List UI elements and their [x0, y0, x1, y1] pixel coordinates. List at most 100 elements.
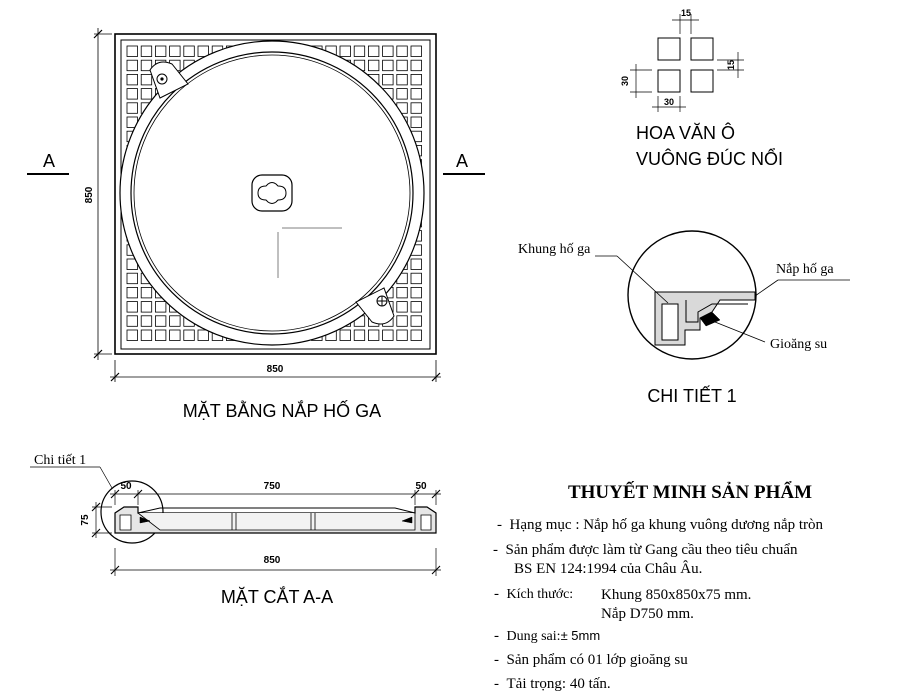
- grid-cell: [126, 102, 138, 114]
- grid-cell: [126, 59, 138, 72]
- section-dim-height: 75: [80, 514, 91, 526]
- grid-cell: [154, 329, 167, 341]
- spec-item-2-text: Sản phẩm được làm từ Gang cầu theo tiêu …: [505, 542, 798, 558]
- grid-cell: [126, 301, 138, 313]
- grid-cell: [367, 59, 380, 72]
- spec-item-3: - Kích thước:: [494, 586, 574, 602]
- grid-cell: [126, 315, 138, 327]
- grid-cell: [183, 45, 195, 57]
- section-dim-left: 50: [120, 481, 132, 492]
- section-mark-right: A: [456, 151, 468, 171]
- spec-item-4: - Dung sai:± 5mm: [494, 628, 601, 644]
- section-view: [30, 466, 441, 576]
- grid-cell: [382, 74, 394, 86]
- spec-item-5: - Sản phẩm có 01 lớp gioăng su: [494, 652, 688, 668]
- grid-cell: [382, 329, 394, 341]
- grid-cell: [154, 45, 167, 57]
- inner-dim-marks: [277, 227, 342, 278]
- spec-heading: THUYẾT MINH SẢN PHẨM: [568, 481, 812, 503]
- spec-item-2: - Sản phẩm được làm từ Gang cầu theo tiê…: [493, 542, 798, 558]
- spec-item-6-text: Tải trọng: 40 tấn.: [506, 676, 611, 692]
- grid-cell: [197, 329, 209, 341]
- label-frame: Khung hố ga: [518, 242, 591, 257]
- lug-bottom-right: [355, 287, 395, 325]
- grid-cell: [410, 116, 422, 128]
- grid-cell: [396, 315, 408, 327]
- grid-cell: [410, 102, 422, 114]
- width-dimension: [110, 360, 441, 382]
- frame-outer: [114, 33, 437, 355]
- height-dimension: [93, 28, 112, 360]
- grid-cell: [410, 258, 422, 270]
- grid-cell: [410, 272, 422, 285]
- grid-cell: [396, 45, 408, 57]
- grid-cell: [140, 74, 153, 86]
- grid-cell: [126, 88, 138, 100]
- grid-cell: [410, 74, 422, 86]
- grid-cell: [396, 329, 408, 341]
- grid-cell: [367, 45, 380, 57]
- grid-cell: [140, 315, 153, 327]
- pattern-detail: [630, 14, 744, 112]
- grid-cell: [396, 301, 408, 313]
- section-dim-total: 850: [264, 555, 281, 566]
- grid-cell: [339, 45, 351, 57]
- spec-item-3-label: Kích thước:: [506, 587, 574, 602]
- grid-cell: [410, 329, 422, 341]
- pattern-dim-left: 30: [620, 76, 630, 86]
- grid-cell: [140, 59, 153, 72]
- grid-cell: [126, 272, 138, 285]
- pattern-dim-bottom: 30: [664, 97, 674, 107]
- grid-cell: [169, 329, 181, 341]
- grid-cell: [126, 74, 138, 86]
- grid-cell: [353, 329, 366, 341]
- grid-cell: [410, 286, 422, 299]
- spec-item-3-cover: Nắp D750 mm.: [601, 606, 694, 622]
- label-cover: Nắp hố ga: [776, 262, 834, 277]
- grid-cell: [126, 45, 138, 57]
- grid-cell: [140, 88, 153, 100]
- grid-cell: [382, 45, 394, 57]
- section-mark-left: A: [43, 151, 55, 171]
- grid-cell: [396, 59, 408, 72]
- grid-cell: [410, 315, 422, 327]
- grid-cell: [353, 45, 366, 57]
- grid-cell: [169, 315, 181, 327]
- spec-item-5-text: Sản phẩm có 01 lớp gioăng su: [506, 652, 688, 668]
- section-title: MẶT CẮT A-A: [221, 586, 333, 607]
- grid-cell: [410, 59, 422, 72]
- grid-cell: [169, 45, 181, 57]
- pattern-dim-top: 15: [681, 8, 691, 18]
- grid-cell: [140, 45, 153, 57]
- spec-item-2-cont: BS EN 124:1994 của Châu Âu.: [514, 561, 703, 577]
- spec-item-3-frame: Khung 850x850x75 mm.: [601, 587, 752, 603]
- grid-cell: [126, 329, 138, 341]
- pattern-title-line2: VUÔNG ĐÚC NỔI: [636, 148, 783, 169]
- grid-cell: [126, 286, 138, 299]
- lug-top-left: [149, 61, 189, 99]
- spec-item-1-text: Hạng mục : Nắp hố ga khung vuông dương n…: [509, 517, 824, 533]
- grid-cell: [339, 329, 351, 341]
- plan-title: MẶT BẰNG NẮP HỐ GA: [183, 400, 381, 421]
- grid-cell: [140, 329, 153, 341]
- detail-ref-label: Chi tiết 1: [34, 453, 86, 468]
- detail-1: [595, 230, 850, 360]
- spec-item-1: - Hạng mục : Nắp hố ga khung vuông dương…: [497, 517, 824, 533]
- plan-height-label: 850: [84, 186, 95, 203]
- grid-cell: [396, 286, 408, 299]
- spec-item-4-label: Dung sai:: [506, 629, 561, 644]
- grid-cell: [410, 301, 422, 313]
- spec-item-4-value: ± 5mm: [560, 628, 601, 643]
- cover-ring-outer: [119, 40, 425, 346]
- pattern-title-line1: HOA VĂN Ô: [636, 122, 735, 143]
- grid-cell: [183, 329, 195, 341]
- plan-width-label: 850: [267, 364, 284, 375]
- cover-ring-inner: [130, 51, 414, 335]
- grid-cell: [410, 88, 422, 100]
- plan-view: [27, 28, 485, 382]
- grid-cell: [367, 329, 380, 341]
- grid-cell: [410, 45, 422, 57]
- grid-cell: [197, 45, 209, 57]
- section-dim-mid: 750: [264, 481, 281, 492]
